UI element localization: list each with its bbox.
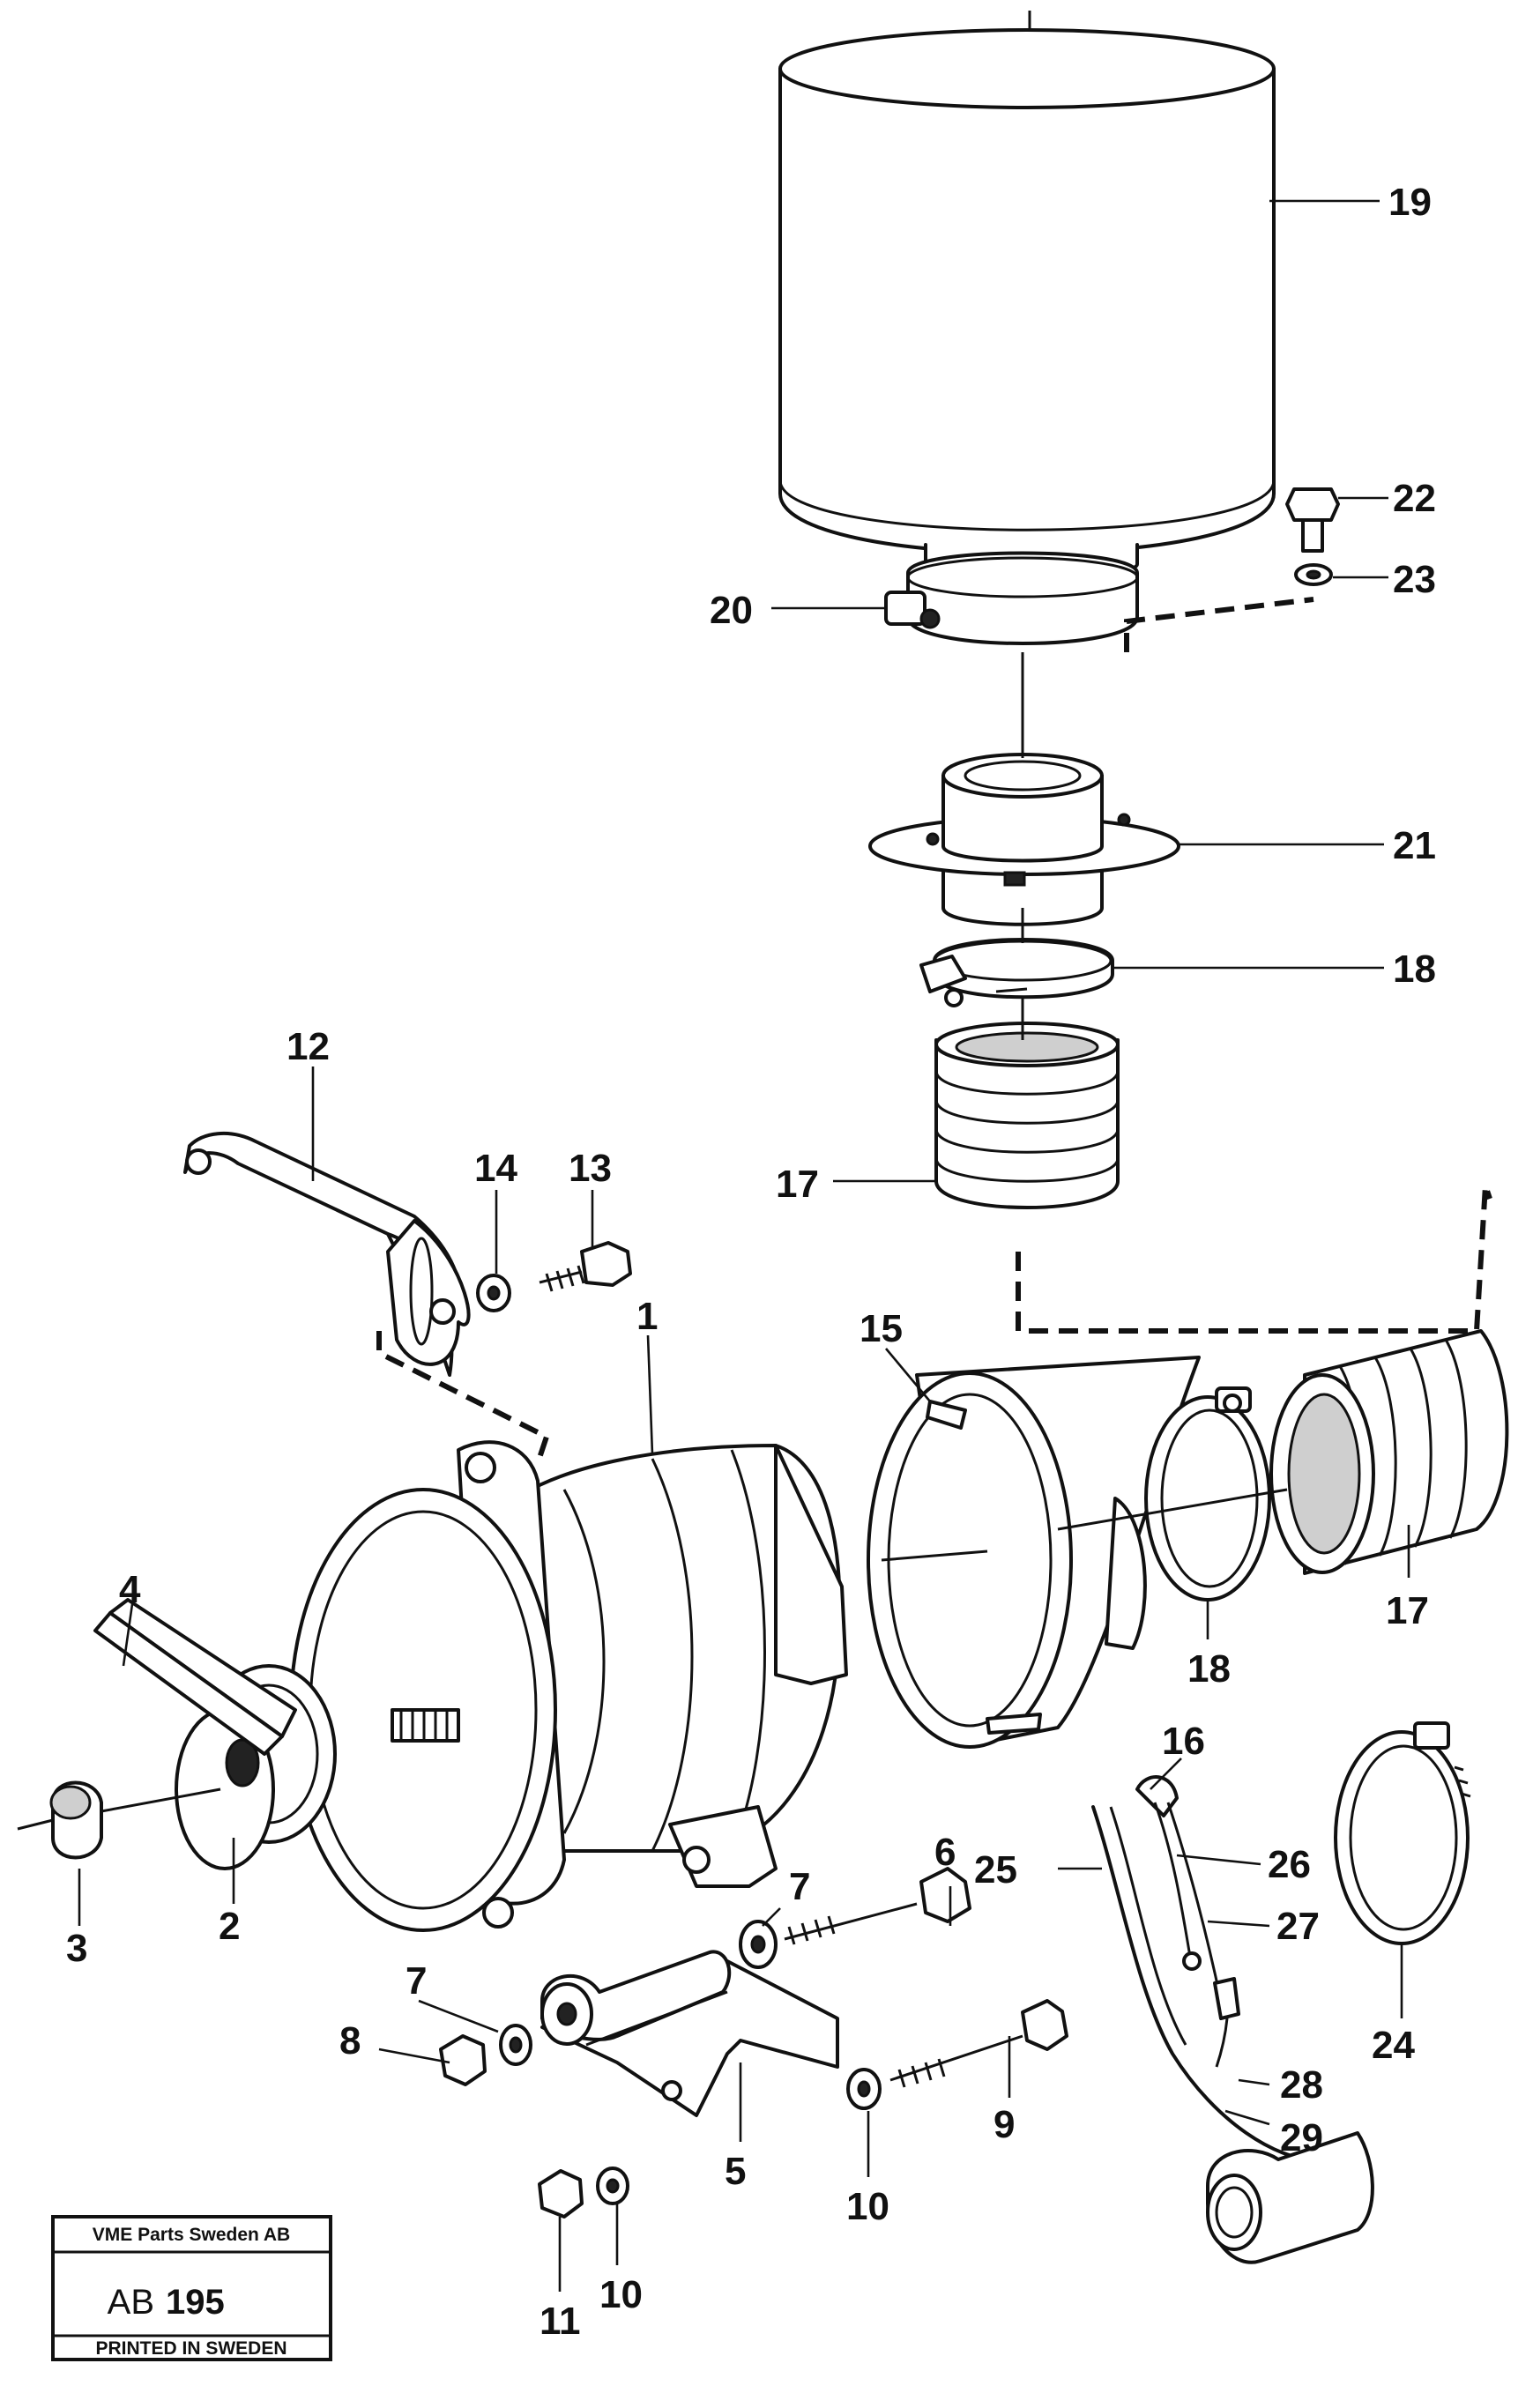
callout-7-right: 7 <box>789 1865 810 1908</box>
stamp-company: VME Parts Sweden AB <box>93 2225 290 2245</box>
callout-10-left: 10 <box>599 2273 643 2316</box>
callout-20: 20 <box>710 589 753 632</box>
callout-2: 2 <box>219 1905 240 1948</box>
callout-12: 12 <box>287 1025 330 1068</box>
callout-23: 23 <box>1393 558 1436 601</box>
callout-11: 11 <box>540 2300 581 2343</box>
dashed-connectors <box>376 597 1492 1531</box>
callout-17-lower: 17 <box>1386 1589 1429 1632</box>
sensor-wiring <box>1091 1775 1374 2264</box>
callout-25: 25 <box>974 1848 1017 1891</box>
alternator <box>289 1440 848 1932</box>
adjusting-screw <box>476 1241 632 1312</box>
mounting-bracket <box>540 1950 839 2117</box>
bellows-hose-lower <box>1269 1329 1509 1575</box>
callout-13: 13 <box>569 1147 612 1190</box>
air-filter-canister <box>778 11 1276 579</box>
callout-labels: 19 22 23 20 21 18 17 12 13 14 1 15 17 18… <box>66 181 1436 2343</box>
callout-16: 16 <box>1162 1720 1205 1763</box>
fasteners <box>439 1867 1068 2218</box>
callout-18-lower: 18 <box>1187 1647 1231 1691</box>
bellows-hose-upper <box>934 1022 1120 1209</box>
fan-cover <box>867 1356 1201 1749</box>
stamp-footer: PRINTED IN SWEDEN <box>95 2338 287 2359</box>
callout-22: 22 <box>1393 477 1436 520</box>
callout-21: 21 <box>1393 824 1436 867</box>
callout-5: 5 <box>725 2150 746 2193</box>
stamp-code-number: 195 <box>166 2283 225 2322</box>
callout-27: 27 <box>1276 1905 1320 1948</box>
callout-24: 24 <box>1372 2024 1415 2067</box>
callout-7-left: 7 <box>406 1959 427 2003</box>
pulley-assembly <box>17 1598 337 1870</box>
leader-lines <box>78 199 1410 2292</box>
callout-15: 15 <box>860 1307 903 1350</box>
callout-10-right: 10 <box>846 2185 889 2228</box>
callout-18-upper: 18 <box>1393 948 1436 991</box>
bolt-and-washer <box>1285 487 1340 586</box>
callout-4: 4 <box>119 1568 141 1611</box>
callout-19: 19 <box>1388 181 1432 224</box>
callout-3: 3 <box>66 1927 87 1970</box>
band-clamp <box>1334 1721 1471 1945</box>
stamp-code-prefix: AB <box>108 2283 154 2322</box>
callout-1: 1 <box>636 1295 658 1338</box>
callout-8: 8 <box>339 2019 361 2062</box>
callout-17-upper: 17 <box>776 1163 819 1206</box>
callout-26: 26 <box>1268 1843 1311 1886</box>
callout-28: 28 <box>1280 2063 1323 2107</box>
callout-29: 29 <box>1280 2116 1323 2159</box>
filter-clamp <box>884 551 1139 645</box>
flange-adapter <box>868 753 1180 926</box>
publisher-stamp: VME Parts Sweden AB AB 195 PRINTED IN SW… <box>51 2215 332 2361</box>
callout-6: 6 <box>934 1831 956 1874</box>
adjusting-bracket <box>183 1131 471 1377</box>
callout-9: 9 <box>993 2103 1015 2146</box>
callout-14: 14 <box>474 1147 517 1190</box>
hose-clamp-upper <box>919 938 1114 1007</box>
